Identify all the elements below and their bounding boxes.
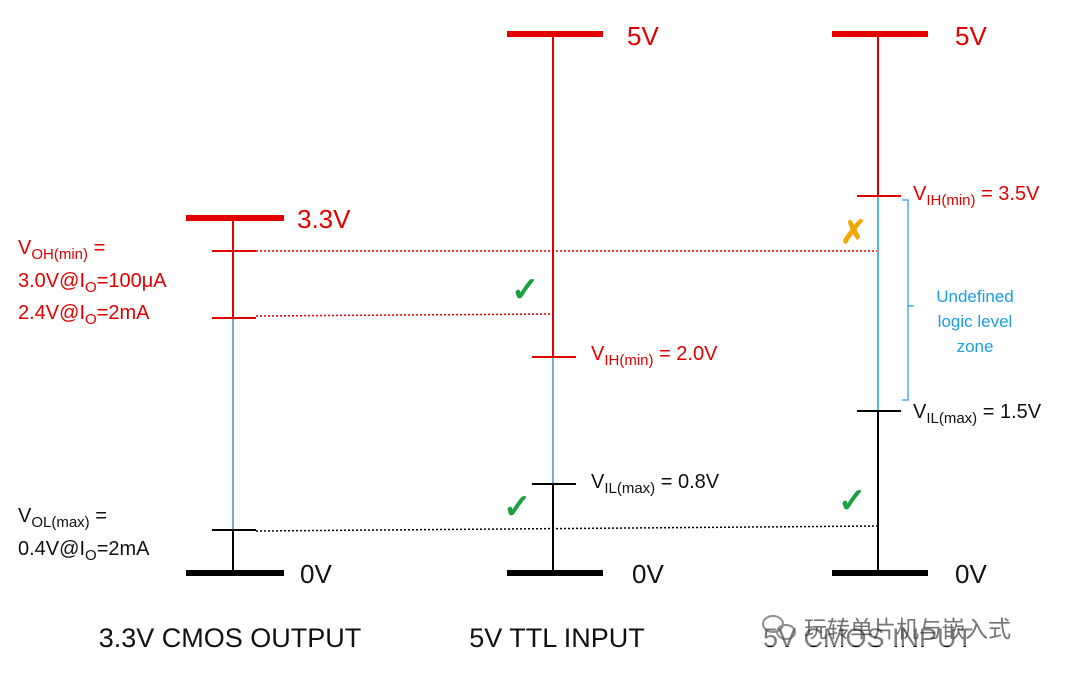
cmos33-ground-label: 0V <box>300 559 332 589</box>
cmos5-top-rail-label: 5V <box>955 21 987 51</box>
watermark-backdrop <box>752 608 1052 646</box>
wechat-logo-icon <box>762 615 796 640</box>
vol-0v4-dotted-line <box>255 525 881 532</box>
ttl-ground-label: 0V <box>632 559 664 589</box>
undefined-zone-line2: logic level <box>938 312 1013 331</box>
column-3v3-cmos-output: 3.3V 0V VOH(min) = 3.0V@IO=100μA 2.4V@IO… <box>18 204 361 653</box>
undefined-zone-line1: Undefined <box>936 287 1014 306</box>
ttl-vih-min-label: VIH(min) = 2.0V <box>591 343 718 369</box>
ttl-high-check-mark: ✓ <box>511 271 540 309</box>
cmos5-vih-min-label: VIH(min) = 3.5V <box>913 183 1040 209</box>
cmos5-high-cross-mark: ✗ <box>840 214 867 250</box>
undefined-zone-bracket <box>902 199 914 401</box>
voh-2v4-dotted-line <box>255 313 553 317</box>
voh-min-label: VOH(min) = <box>18 237 105 263</box>
column-5v-cmos-input: 5V 0V VIH(min) = 3.5V VIL(max) = 1.5V Un… <box>763 21 1042 653</box>
ttl-column-title: 5V TTL INPUT <box>469 623 645 653</box>
ttl-vil-max-label: VIL(max) = 0.8V <box>591 471 720 497</box>
ttl-top-rail-label: 5V <box>627 21 659 51</box>
watermark: 玩转单片机与嵌入式 <box>752 608 1052 646</box>
undefined-zone-line3: zone <box>957 337 994 356</box>
vol-max-label: VOL(max) = <box>18 505 107 531</box>
cmos33-column-title: 3.3V CMOS OUTPUT <box>99 623 362 653</box>
voh-condition-2ma: 2.4V@IO=2mA <box>18 302 150 328</box>
vol-condition-2ma: 0.4V@IO=2mA <box>18 538 150 564</box>
cmos5-low-check-mark: ✓ <box>838 482 867 520</box>
cmos5-vil-max-label: VIL(max) = 1.5V <box>913 401 1042 427</box>
comparison-lines <box>255 250 881 532</box>
cmos5-ground-label: 0V <box>955 559 987 589</box>
voh-condition-100ua: 3.0V@IO=100μA <box>18 270 167 296</box>
ttl-low-check-mark: ✓ <box>503 488 532 526</box>
cmos5-column-title: 5V CMOS INPUT <box>763 623 973 653</box>
watermark-text: 玩转单片机与嵌入式 <box>804 616 1011 642</box>
column-5v-ttl-input: 5V 0V VIH(min) = 2.0V VIL(max) = 0.8V ✓ … <box>469 21 720 653</box>
cmos33-top-rail-label: 3.3V <box>297 204 351 234</box>
